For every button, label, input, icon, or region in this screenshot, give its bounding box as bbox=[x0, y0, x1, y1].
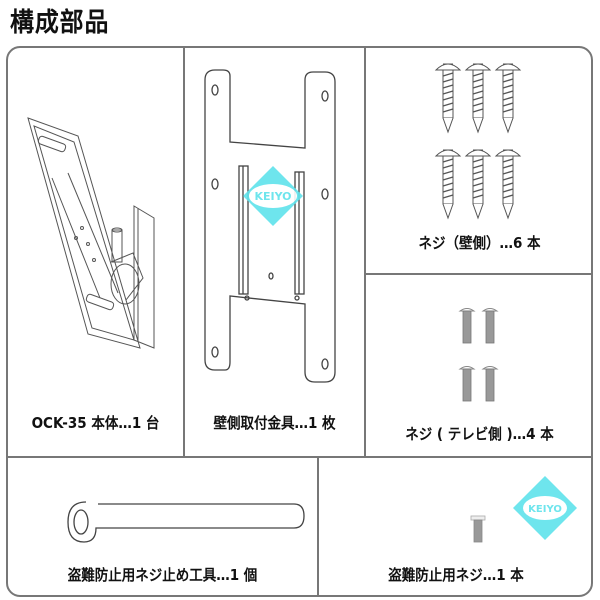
component-label: ネジ（壁側）…6 本 bbox=[418, 234, 541, 252]
svg-text:KEIYO: KEIYO bbox=[254, 190, 291, 203]
keiyo-watermark: KEIYO bbox=[513, 476, 577, 540]
component-label: 盗難防止用ネジ…1 本 bbox=[388, 566, 524, 584]
component-label: 壁側取付金具…1 枚 bbox=[213, 414, 336, 432]
divider-bottom bbox=[317, 457, 319, 597]
component-wall-bracket: KEIYO 壁側取付金具…1 枚 bbox=[185, 48, 364, 456]
page-title: 構成部品 bbox=[10, 8, 110, 38]
svg-text:KEIYO: KEIYO bbox=[528, 504, 562, 515]
tilt-swivel-mount-icon bbox=[27, 117, 155, 349]
component-main-unit: OCK-35 本体…1 台 bbox=[8, 48, 183, 456]
security-screw-icon: KEIYO bbox=[470, 476, 577, 543]
component-label: 盗難防止用ネジ止め工具…1 個 bbox=[67, 566, 258, 584]
keiyo-watermark: KEIYO bbox=[243, 166, 303, 226]
component-anti-theft-screw: KEIYO 盗難防止用ネジ…1 本 bbox=[319, 458, 593, 597]
component-label: OCK-35 本体…1 台 bbox=[31, 414, 160, 432]
component-anti-theft-tool: 盗難防止用ネジ止め工具…1 個 bbox=[8, 458, 317, 597]
divider-col-1 bbox=[183, 47, 185, 456]
divider-right-split bbox=[365, 273, 593, 275]
wrench-tool-icon bbox=[67, 501, 305, 543]
component-wall-screws: ネジ（壁側）…6 本 bbox=[366, 48, 593, 273]
component-label: ネジ ( テレビ側 )…4 本 bbox=[405, 425, 554, 443]
divider-row bbox=[7, 456, 593, 458]
components-frame bbox=[6, 46, 593, 597]
divider-col-2 bbox=[364, 47, 366, 456]
component-tv-screws: ネジ ( テレビ側 )…4 本 bbox=[366, 275, 593, 456]
wall-plate-icon: KEIYO bbox=[204, 69, 336, 383]
